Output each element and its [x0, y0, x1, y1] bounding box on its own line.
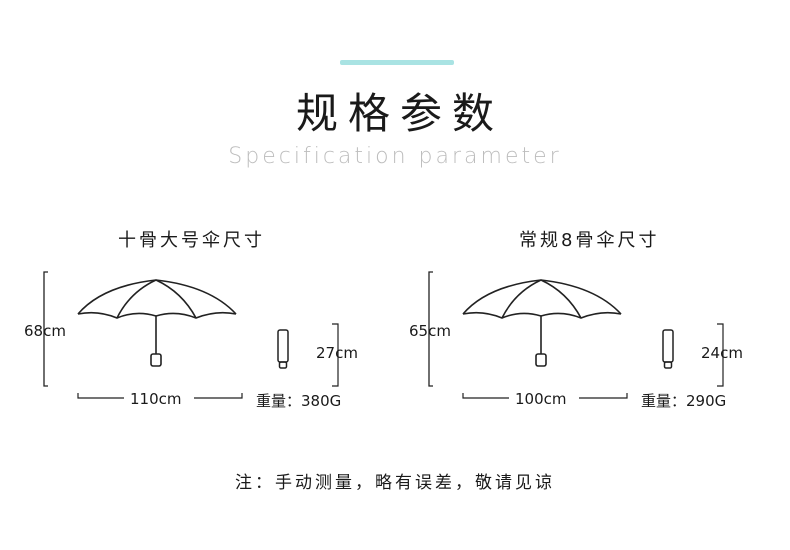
size-diagram	[428, 271, 724, 399]
folded-umbrella-icon	[662, 329, 674, 369]
height-bracket	[43, 271, 48, 387]
umbrella-panel-regular: 常规8骨伞尺寸 65cm 100cm 24cm 重量：290G	[405, 220, 775, 420]
width-bracket	[462, 393, 509, 399]
size-diagram	[43, 271, 339, 399]
weight-label: 重量：290G	[641, 392, 727, 410]
open-width-label: 110cm	[130, 390, 182, 408]
page-subtitle: Specification parameter	[228, 144, 562, 169]
open-umbrella-icon	[77, 279, 237, 367]
folded-length-label: 24cm	[701, 344, 743, 362]
length-bracket	[332, 323, 339, 387]
length-bracket	[717, 323, 724, 387]
width-bracket	[77, 393, 124, 399]
umbrella-panel-large: 十骨大号伞尺寸 68cm 110cm 27cm	[20, 220, 390, 420]
open-height-label: 65cm	[409, 322, 451, 340]
open-height-label: 68cm	[24, 322, 66, 340]
disclaimer-note: 注：手动测量，略有误差，敬请见谅	[235, 473, 555, 493]
open-umbrella-icon	[462, 279, 622, 367]
panel-title: 常规8骨伞尺寸	[519, 230, 660, 251]
weight-label: 重量：380G	[256, 392, 342, 410]
height-bracket	[428, 271, 433, 387]
folded-length-label: 27cm	[316, 344, 358, 362]
page-title: 规格参数	[295, 89, 504, 138]
folded-umbrella-icon	[277, 329, 289, 369]
panel-title: 十骨大号伞尺寸	[118, 230, 265, 251]
accent-bar	[340, 60, 454, 65]
open-width-label: 100cm	[515, 390, 567, 408]
